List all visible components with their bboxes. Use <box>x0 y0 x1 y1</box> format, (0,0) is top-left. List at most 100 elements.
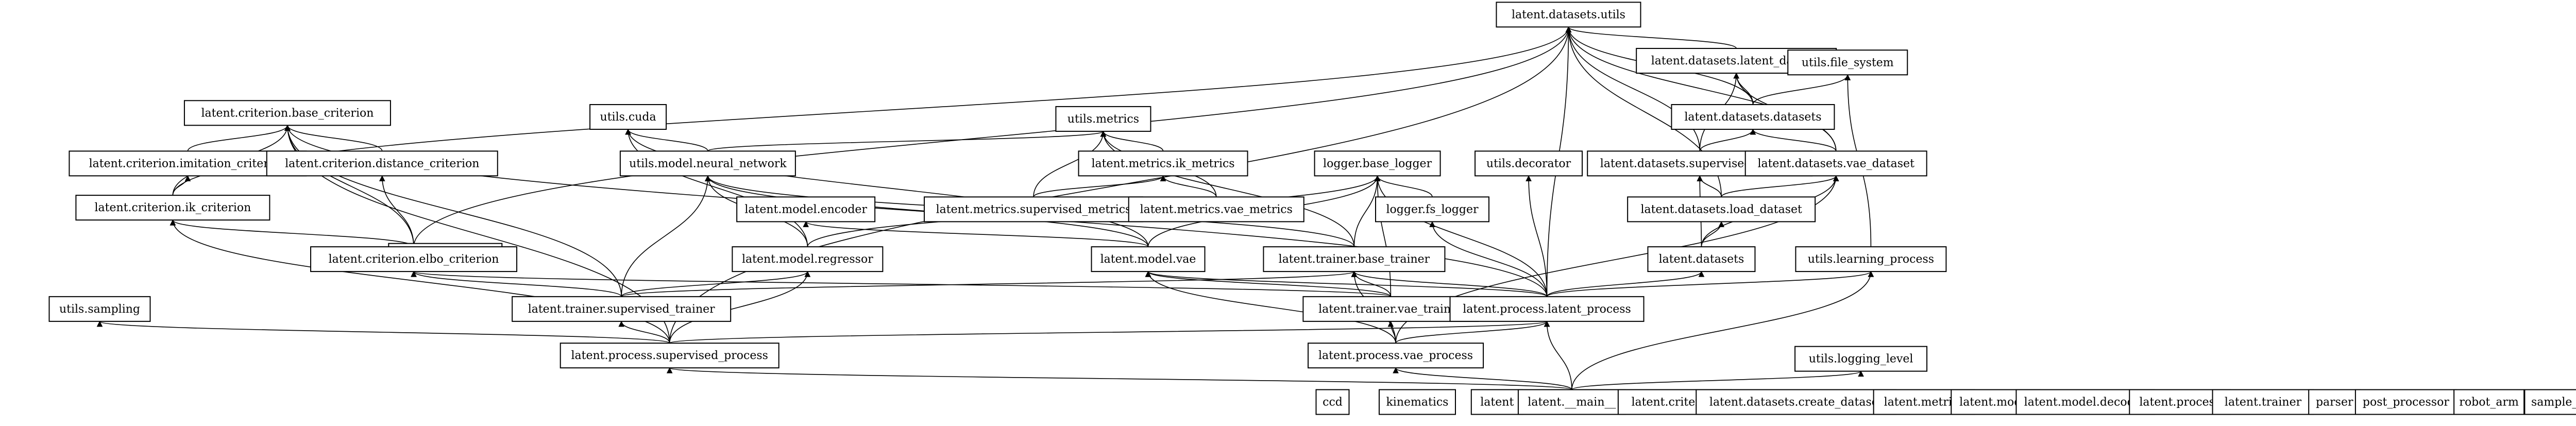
module-label: latent.datasets.utils <box>1512 8 1625 21</box>
module-node-latent-process-latent-process: latent.process.latent_process <box>1449 296 1645 322</box>
module-label: latent <box>1480 396 1514 408</box>
arrowhead-icon <box>1526 175 1532 181</box>
module-box <box>2212 389 2314 415</box>
module-box <box>1078 150 1248 177</box>
module-label: sample_target <box>2531 396 2576 408</box>
dependency-edge <box>1103 131 1355 247</box>
arrowhead-icon <box>666 367 673 373</box>
dependency-edge <box>287 125 383 151</box>
arrowhead-icon <box>1750 128 1756 135</box>
module-node-latent-metrics-supervised-metrics: latent.metrics.supervised_metrics <box>923 196 1143 223</box>
module-box <box>1375 196 1490 223</box>
module-label: ccd <box>1323 396 1343 408</box>
dependency-edge <box>1752 75 1849 105</box>
module-label: latent.model.vae <box>1100 253 1196 266</box>
module-label: utils.file_system <box>1802 56 1894 69</box>
dependency-edge <box>172 176 189 196</box>
module-label: latent.model.decoder <box>2024 396 2147 408</box>
module-label: utils.decorator <box>1486 157 1571 170</box>
module-label: robot_arm <box>2459 396 2519 408</box>
dependency-edge <box>1147 271 1548 297</box>
module-box <box>1091 246 1206 272</box>
dependency-edge <box>669 271 808 344</box>
dependency-edge <box>413 27 1569 247</box>
module-label: latent.metrics.vae_metrics <box>1140 203 1293 216</box>
arrowhead-icon <box>1868 270 1874 277</box>
dependency-edge <box>707 131 1104 152</box>
module-box <box>1055 106 1151 132</box>
module-label: latent.criterion.distance_criterion <box>285 157 479 170</box>
dependency-edge <box>621 271 1355 297</box>
module-node-latent-main: latent.__main__ <box>1517 389 1626 415</box>
node-layer: latent.datasets.utilslatent.datasets.lat… <box>48 2 2576 415</box>
arrowhead-icon <box>1844 74 1851 80</box>
module-label: logger.fs_logger <box>1386 203 1479 216</box>
dependency-edge <box>1546 321 1572 390</box>
module-node-latent-trainer-supervised-trainer: latent.trainer.supervised_trainer <box>512 296 732 322</box>
module-box <box>732 246 884 272</box>
module-node-utils-cuda: utils.cuda <box>589 104 667 130</box>
module-node-post-processor: post_processor <box>2354 389 2457 415</box>
module-node-latent-trainer-vae-trainer: latent.trainer.vae_trainer <box>1302 296 1479 322</box>
module-node-utils-logging-level: utils.logging_level <box>1794 346 1928 372</box>
module-box <box>1671 104 1835 130</box>
arrowhead-icon <box>1698 270 1705 277</box>
module-box <box>1627 196 1816 223</box>
module-node-utils-learning-process: utils.learning_process <box>1795 246 1947 272</box>
arrowhead-icon <box>1565 26 1572 32</box>
module-label: latent.trainer.vae_trainer <box>1318 303 1463 316</box>
dependency-edge <box>1033 175 1164 197</box>
arrowhead-icon <box>618 320 624 327</box>
dependency-edge <box>1568 27 1837 151</box>
module-box <box>75 195 270 221</box>
dependency-edge <box>413 271 1392 297</box>
module-label: utils.metrics <box>1067 113 1139 126</box>
arrowhead-icon <box>1393 367 1399 373</box>
arrowhead-icon <box>170 219 176 226</box>
module-node-robot-arm: robot_arm <box>2453 389 2525 415</box>
module-node-latent-datasets-vae-dataset: latent.datasets.vae_dataset <box>1744 150 1927 177</box>
module-node-latent-criterion-ik-criterion: latent.criterion.ik_criterion <box>75 195 270 221</box>
module-node-logger-base-logger: logger.base_logger <box>1314 150 1441 177</box>
arrowhead-icon <box>1351 270 1358 277</box>
module-box <box>1496 2 1641 28</box>
dependency-edge <box>1568 26 1737 49</box>
module-box <box>1794 346 1928 372</box>
dependency-edge <box>413 271 622 297</box>
module-node-latent-metrics-vae-metrics: latent.metrics.vae_metrics <box>1128 196 1304 223</box>
dependency-edge <box>1377 176 1392 297</box>
dependency-edge <box>1033 131 1104 197</box>
module-box <box>1647 246 1756 272</box>
module-box <box>1314 150 1441 177</box>
module-node-latent-criterion-elbo-criterion: latent.criterion.elbo_criterion <box>310 246 518 272</box>
module-box <box>183 100 391 126</box>
module-node-latent-metrics-ik-metrics: latent.metrics.ik_metrics <box>1078 150 1248 177</box>
arrowhead-icon <box>625 128 631 135</box>
module-box <box>512 296 732 322</box>
dependency-edge <box>1701 221 1722 247</box>
module-box <box>1475 150 1583 177</box>
module-box <box>1315 389 1350 415</box>
module-label: parser <box>2316 396 2353 408</box>
module-label: latent.process <box>2139 396 2221 408</box>
module-label: latent.trainer.supervised_trainer <box>528 303 715 316</box>
module-label: latent.criterion.elbo_criterion <box>329 253 499 266</box>
dependency-edge <box>1528 176 1548 297</box>
module-box <box>48 296 151 322</box>
arrowhead-icon <box>705 175 711 181</box>
arrowhead-icon <box>1833 175 1839 181</box>
module-label: utils.sampling <box>59 303 140 316</box>
dependency-edge <box>1571 370 1861 390</box>
module-node-latent-trainer-base-trainer: latent.trainer.base_trainer <box>1263 246 1446 272</box>
dependency-edge <box>621 271 808 297</box>
module-label: latent.datasets <box>1659 253 1744 266</box>
dependency-edge <box>287 125 414 247</box>
module-label: latent.process.vae_process <box>1318 349 1473 362</box>
arrowhead-icon <box>96 320 103 327</box>
module-node-utils-metrics: utils.metrics <box>1055 106 1151 132</box>
module-node-latent-process-supervised-process: latent.process.supervised_process <box>560 343 779 369</box>
module-node-latent: latent <box>1470 389 1523 415</box>
module-label: post_processor <box>2363 396 2449 408</box>
module-box <box>1795 246 1947 272</box>
dependency-edge <box>1147 271 1396 344</box>
